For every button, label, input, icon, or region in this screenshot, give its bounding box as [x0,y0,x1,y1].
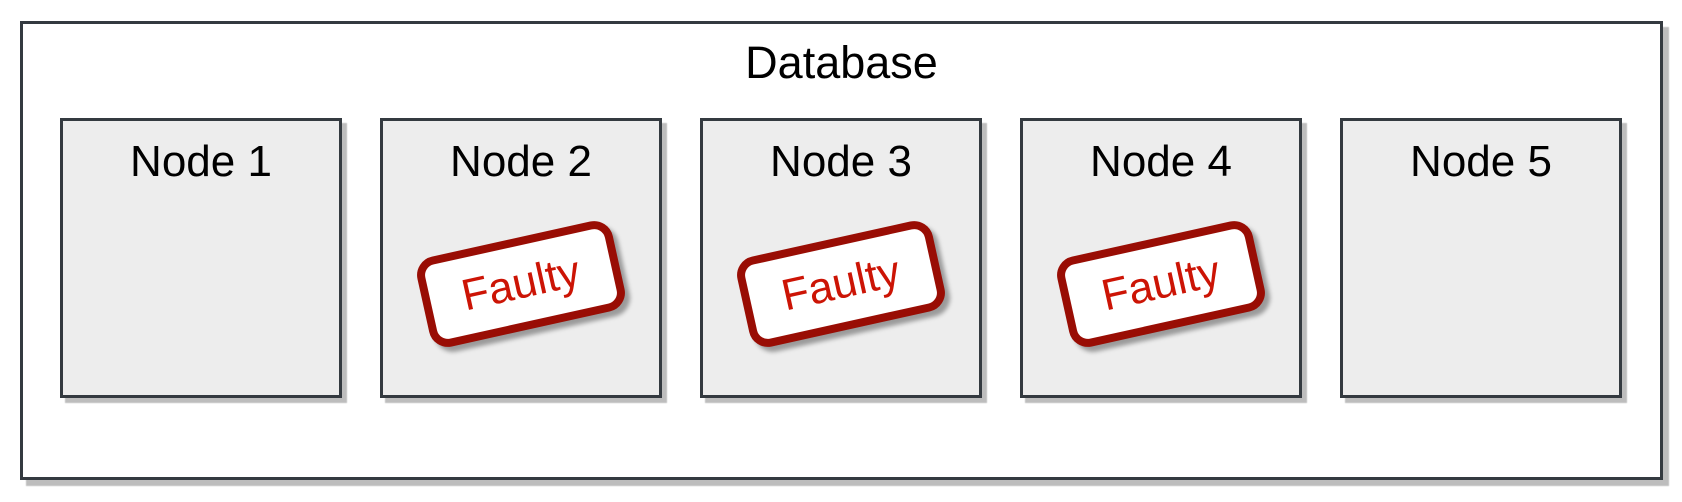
node-label: Node 2 [450,137,592,186]
database-title: Database [745,37,938,88]
node-box-3: Node 3 Faulty [700,118,982,398]
node-label: Node 5 [1410,137,1552,186]
node-box-2: Node 2 Faulty [380,118,662,398]
faulty-stamp: Faulty [1053,217,1269,351]
database-container: Database Node 1 Node 2 Faulty Node 3 Fau… [20,21,1663,480]
faulty-stamp: Faulty [413,217,629,351]
node-label: Node 1 [130,137,272,186]
node-label: Node 4 [1090,137,1232,186]
node-label: Node 3 [770,137,912,186]
node-box-1: Node 1 [60,118,342,398]
node-box-5: Node 5 [1340,118,1622,398]
faulty-stamp: Faulty [733,217,949,351]
node-box-4: Node 4 Faulty [1020,118,1302,398]
nodes-row: Node 1 Node 2 Faulty Node 3 Faulty Node … [60,118,1622,398]
